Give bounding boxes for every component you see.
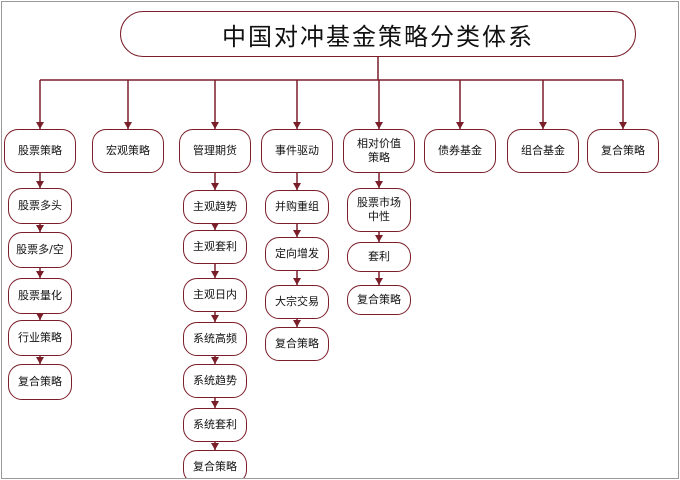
category-arrow-2 bbox=[211, 122, 219, 129]
category-arrow-5 bbox=[456, 122, 464, 129]
child-node-0-3: 行业策略 bbox=[8, 320, 72, 356]
child-node-4-0: 股票市场 中性 bbox=[347, 188, 411, 232]
child-arrow-3-0 bbox=[293, 183, 301, 190]
category-node-5: 债券基金 bbox=[424, 129, 496, 173]
child-node-0-4: 复合策略 bbox=[8, 364, 72, 400]
child-node-2-5: 系统套利 bbox=[183, 408, 247, 442]
child-arrow-2-4 bbox=[211, 357, 219, 364]
child-arrow-2-6 bbox=[211, 443, 219, 450]
child-arrow-0-2 bbox=[36, 271, 44, 278]
child-arrow-2-0 bbox=[211, 183, 219, 190]
diagram-title: 中国对冲基金策略分类体系 bbox=[120, 11, 636, 57]
child-arrow-0-3 bbox=[36, 313, 44, 320]
child-node-2-1: 主观套利 bbox=[183, 230, 247, 264]
child-node-0-1: 股票多/空 bbox=[8, 232, 72, 268]
child-arrow-2-1 bbox=[211, 223, 219, 230]
child-arrow-0-1 bbox=[36, 225, 44, 232]
category-arrow-7 bbox=[619, 122, 627, 129]
category-node-6: 组合基金 bbox=[507, 129, 579, 173]
child-arrow-3-1 bbox=[293, 230, 301, 237]
category-arrow-3 bbox=[293, 122, 301, 129]
child-node-2-3: 系统高频 bbox=[183, 322, 247, 356]
child-arrow-0-4 bbox=[36, 357, 44, 364]
child-node-3-3: 复合策略 bbox=[265, 327, 329, 361]
category-node-3: 事件驱动 bbox=[261, 129, 333, 173]
child-node-3-2: 大宗交易 bbox=[265, 285, 329, 319]
child-node-3-0: 并购重组 bbox=[265, 190, 329, 224]
child-arrow-3-2 bbox=[293, 278, 301, 285]
category-arrow-1 bbox=[124, 122, 132, 129]
child-node-0-2: 股票量化 bbox=[8, 278, 72, 314]
child-arrow-3-3 bbox=[293, 320, 301, 327]
category-node-1: 宏观策略 bbox=[92, 129, 164, 173]
category-arrow-4 bbox=[375, 122, 383, 129]
child-arrow-4-1 bbox=[375, 235, 383, 242]
category-node-4: 相对价值 策略 bbox=[343, 129, 415, 173]
child-node-4-1: 套利 bbox=[347, 242, 411, 272]
child-node-2-6: 复合策略 bbox=[183, 450, 247, 478]
child-arrow-4-2 bbox=[375, 278, 383, 285]
child-arrow-0-0 bbox=[36, 181, 44, 188]
category-arrow-0 bbox=[36, 122, 44, 129]
child-node-3-1: 定向增发 bbox=[265, 237, 329, 271]
child-node-2-0: 主观趋势 bbox=[183, 190, 247, 224]
category-node-2: 管理期货 bbox=[179, 129, 251, 173]
child-arrow-2-2 bbox=[211, 271, 219, 278]
child-arrow-2-3 bbox=[211, 315, 219, 322]
child-node-4-2: 复合策略 bbox=[347, 285, 411, 315]
child-node-0-0: 股票多头 bbox=[8, 188, 72, 224]
category-node-0: 股票策略 bbox=[4, 129, 76, 173]
child-node-2-4: 系统趋势 bbox=[183, 364, 247, 398]
child-node-2-2: 主观日内 bbox=[183, 278, 247, 312]
child-arrow-2-5 bbox=[211, 401, 219, 408]
category-arrow-6 bbox=[539, 122, 547, 129]
category-node-7: 复合策略 bbox=[587, 129, 659, 173]
child-arrow-4-0 bbox=[375, 181, 383, 188]
